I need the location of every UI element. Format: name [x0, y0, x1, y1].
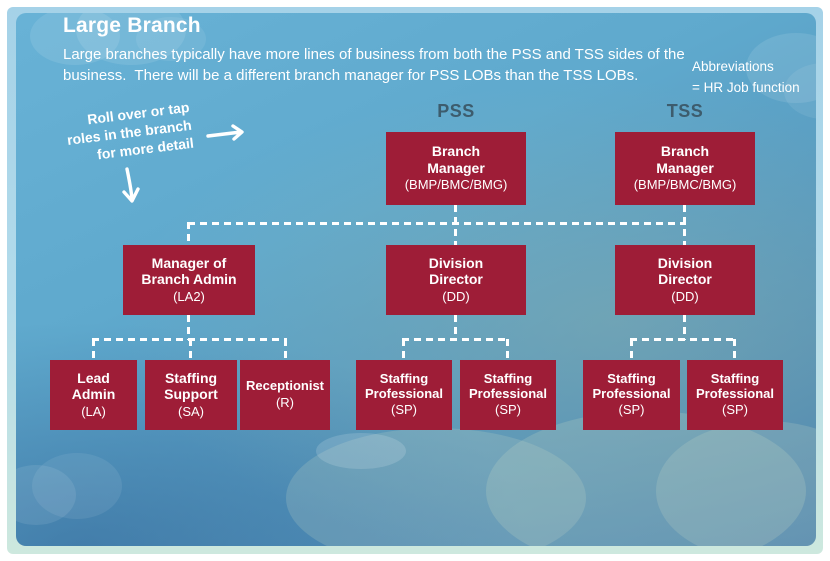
org-node-receptionist[interactable]: Receptionist (R)	[240, 360, 330, 430]
connector-dd-tss-drop	[683, 315, 686, 340]
connector-pss-horizontal	[402, 338, 510, 341]
arrow-down-icon	[122, 167, 140, 203]
node-code: (SP)	[618, 402, 645, 418]
connector-sp-tss-1-stub	[630, 339, 633, 360]
cloud-shape	[16, 465, 76, 525]
page-subtitle: Large branches typically have more lines…	[63, 46, 685, 84]
node-code: (R)	[275, 394, 295, 410]
node-code: (BMP/BMC/BMG)	[404, 177, 508, 193]
node-code: (BMP/BMC/BMG)	[633, 177, 737, 193]
connector-receptionist-stub	[284, 339, 287, 360]
abbreviations-note: Abbreviations= HR Job function	[692, 59, 800, 95]
column-label-pss: PSS	[437, 101, 475, 121]
connector-sp-tss-2-stub	[733, 339, 736, 360]
cloud-shape	[32, 453, 122, 519]
column-label-tss: TSS	[666, 101, 704, 121]
node-title: Receptionist	[245, 378, 324, 394]
connector-top-horizontal	[188, 222, 686, 225]
connector-bm-tss-drop	[683, 205, 686, 246]
node-code: (LA)	[81, 403, 106, 419]
cloud-shape	[486, 411, 806, 546]
connector-sp-pss-2-stub	[506, 339, 509, 360]
node-code: (LA2)	[173, 288, 205, 304]
node-code: (SP)	[391, 402, 417, 418]
connector-dd-pss-drop	[454, 315, 457, 340]
cloud-shape	[656, 421, 816, 546]
connector-tss-horizontal	[630, 338, 737, 341]
node-code: (SP)	[722, 402, 748, 418]
node-code: (DD)	[671, 288, 699, 304]
cloud-shape	[316, 433, 406, 469]
connector-lead-admin-stub	[92, 339, 95, 360]
connector-mba-rise	[187, 222, 190, 246]
cloud-shape	[286, 428, 586, 546]
node-code: (SA)	[178, 403, 204, 419]
arrow-right-icon	[206, 124, 244, 141]
node-code: (SP)	[495, 402, 521, 418]
page-title: Large Branch	[63, 14, 201, 37]
connector-sp-pss-1-stub	[402, 339, 405, 360]
connector-mba-drop	[187, 315, 190, 340]
node-code: (DD)	[442, 288, 470, 304]
connector-staffing-support-stub	[189, 339, 192, 360]
connector-bm-pss-drop	[454, 205, 457, 246]
